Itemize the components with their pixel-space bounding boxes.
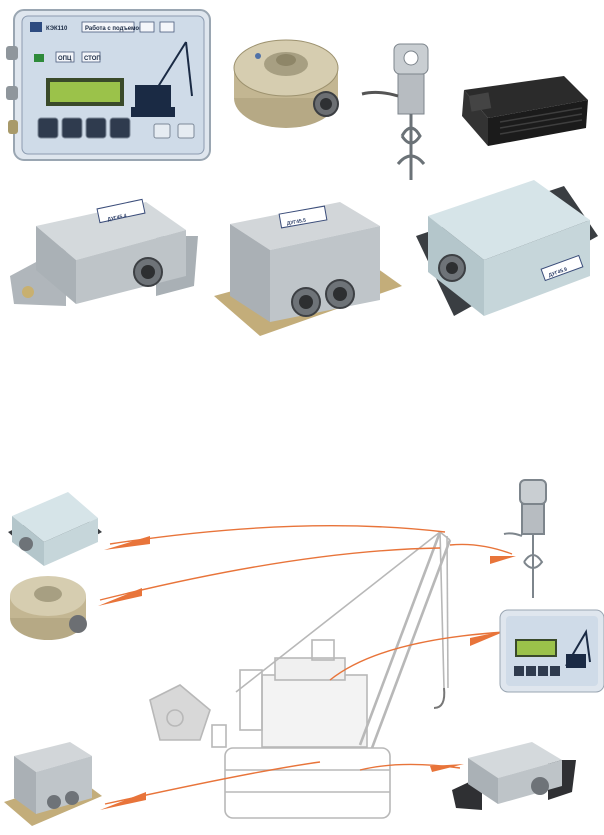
- diagram-load-cell: [10, 576, 87, 640]
- sensor-a-label: ДУГ45.4: [107, 213, 127, 223]
- crane-pictogram-icon: [131, 41, 193, 117]
- diagram-tension-sensor: [503, 479, 547, 598]
- diagram-controller: [499, 609, 604, 693]
- controller-mode-label: Работа с подъемом: [85, 25, 144, 32]
- controller-stop-label: СТОП: [84, 56, 101, 62]
- diagram-inclinometer-b: [4, 742, 102, 826]
- controller-option-label: ОПЦ: [58, 56, 72, 62]
- installation-diagram: [0, 470, 604, 835]
- controller-model-label: КЭК110: [46, 26, 68, 32]
- diagram-inclinometer-a: [452, 742, 576, 810]
- controller-unit: КЭК110 Работа с подъемом ОПЦ СТОП: [6, 6, 216, 166]
- inclinometer-sensor-a: ДУГ45.4: [6, 196, 202, 316]
- load-cell-sensor: [228, 34, 358, 134]
- pipelayer-outline: [149, 531, 452, 819]
- connection-arrow-heads: [98, 536, 516, 810]
- sensor-b-label: ДУГ45.5: [286, 218, 306, 227]
- inclinometer-sensor-b: ДУГ45.5: [210, 196, 406, 346]
- tension-sensor: [358, 40, 458, 190]
- electronic-control-module: [454, 70, 594, 150]
- diagram-box-sensor: [8, 492, 102, 566]
- box-sensor: ДУГ45.9: [414, 176, 600, 326]
